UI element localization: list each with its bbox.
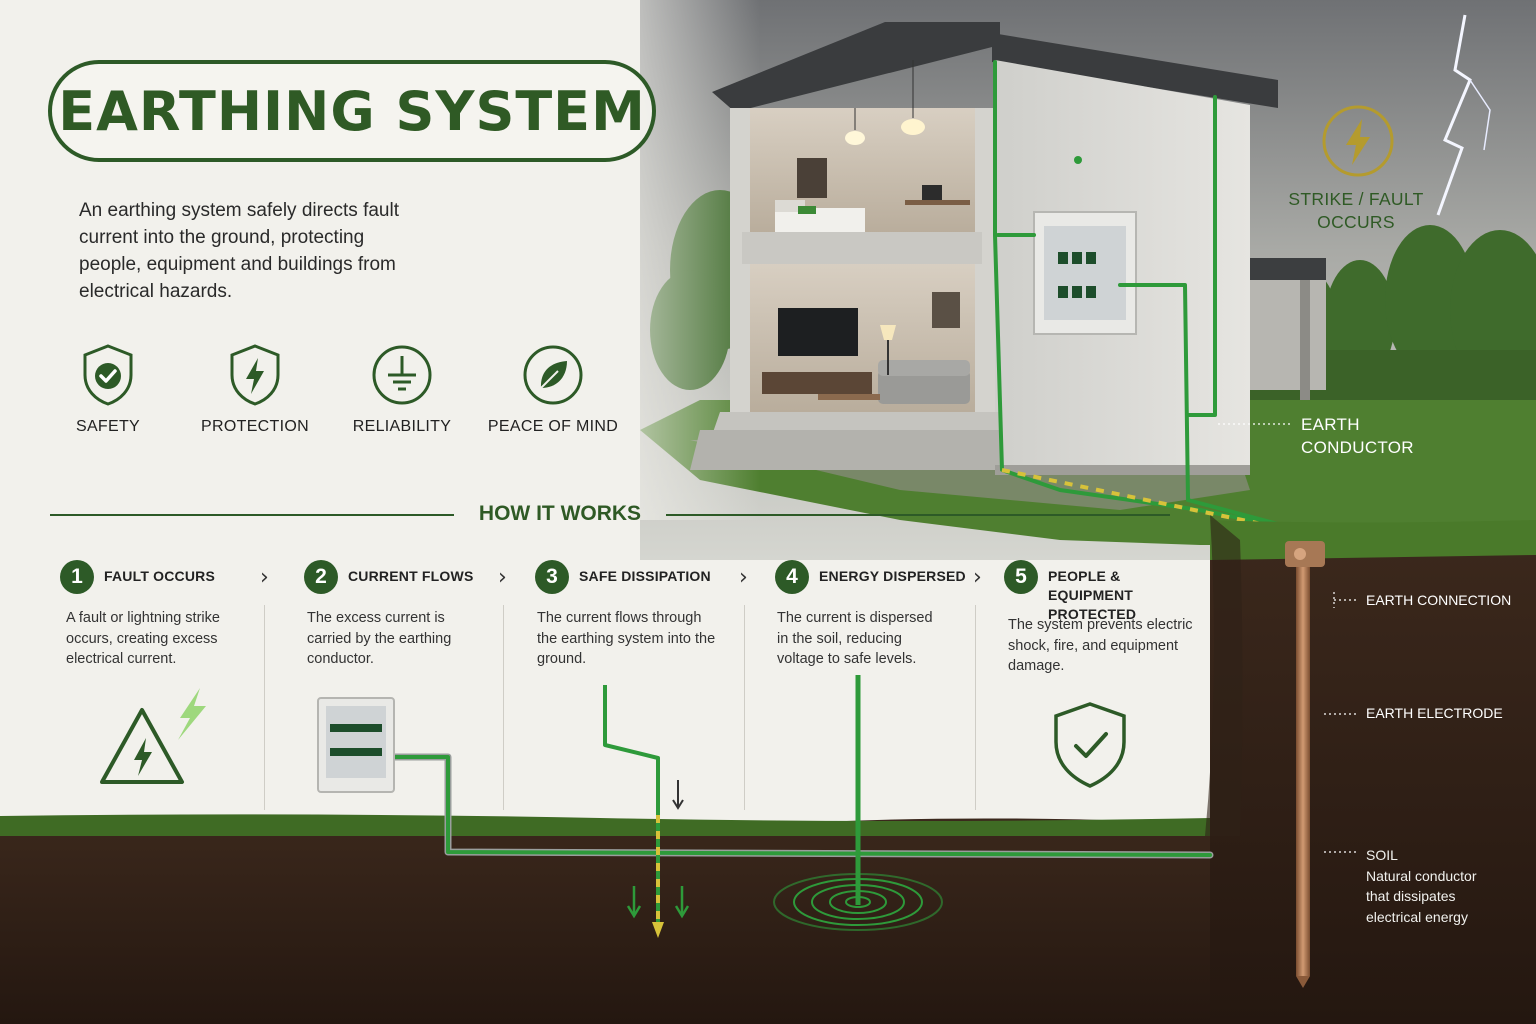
chevron-right-icon: ›	[739, 565, 748, 590]
step-number: 2	[304, 560, 338, 594]
benefit-peace-of-mind: PEACE OF MIND	[483, 342, 623, 436]
benefit-reliability: RELIABILITY	[332, 342, 472, 436]
how-it-works-title: HOW IT WORKS	[478, 502, 642, 525]
step-title: PEOPLE & EQUIPMENT PROTECTED	[1048, 568, 1137, 622]
step-2: 2 CURRENT FLOWS	[304, 560, 473, 594]
step-description: The system prevents electric shock, fire…	[1008, 617, 1193, 674]
step-1: 1 FAULT OCCURS	[60, 560, 215, 594]
step-divider	[503, 605, 504, 810]
benefit-safety: SAFETY	[38, 342, 178, 436]
distribution-board-icon	[317, 697, 395, 793]
step-4: 4 ENERGY DISPERSED	[775, 560, 966, 594]
section-rule-right	[666, 514, 1170, 516]
soil-description: Natural conductor that dissipates electr…	[1366, 867, 1477, 925]
benefit-label: PEACE OF MIND	[487, 418, 619, 435]
benefit-protection: PROTECTION	[185, 342, 325, 436]
step-description: A fault or lightning strike occurs, crea…	[66, 610, 220, 667]
chevron-right-icon: ›	[498, 565, 507, 590]
step-5: 5 PEOPLE & EQUIPMENT PROTECTED	[1004, 560, 1208, 624]
step-number: 1	[60, 560, 94, 594]
earth-electrode-label: EARTH ELECTRODE	[1366, 705, 1503, 721]
chevron-right-icon: ›	[973, 565, 982, 590]
section-rule-left	[50, 514, 454, 516]
warning-bolt-icon	[100, 688, 206, 784]
ripple-icon	[773, 873, 943, 931]
title-badge: EARTHING SYSTEM	[48, 60, 656, 162]
earth-connection-label: EARTH CONNECTION	[1366, 592, 1512, 608]
step-number: 3	[535, 560, 569, 594]
step-title: ENERGY DISPERSED	[819, 568, 966, 584]
step-title: CURRENT FLOWS	[348, 568, 474, 584]
benefits-row: SAFETY PROTECTION RELIABILITY PEACE OF M…	[64, 342, 664, 452]
benefit-label: RELIABILITY	[352, 418, 452, 435]
page-title: EARTHING SYSTEM	[58, 79, 646, 143]
step-description: The current flows through the earthing s…	[537, 610, 716, 667]
soil-title: SOIL	[1366, 847, 1398, 863]
step-number: 4	[775, 560, 809, 594]
shield-check-icon	[1054, 702, 1126, 788]
step-description: The current is dispersed in the soil, re…	[777, 610, 933, 667]
benefit-label: SAFETY	[75, 418, 141, 435]
leaf-icon	[523, 345, 583, 405]
benefit-label: PROTECTION	[201, 418, 309, 435]
shield-check-icon	[83, 344, 133, 406]
step-3: 3 SAFE DISSIPATION	[535, 560, 711, 594]
down-arrow-icon	[626, 780, 690, 919]
lightning-bolt-icon	[1322, 105, 1394, 177]
step-title: SAFE DISSIPATION	[579, 568, 711, 584]
soil-callout: SOIL Natural conductor that dissipates e…	[1366, 845, 1496, 927]
step-divider	[264, 605, 265, 810]
chevron-right-icon: ›	[260, 565, 269, 590]
step-number: 5	[1004, 560, 1038, 594]
earth-conductor-label: EARTH CONDUCTOR	[1301, 415, 1414, 457]
step-divider	[744, 605, 745, 810]
shield-bolt-icon	[230, 344, 280, 406]
intro-text: An earthing system safely directs fault …	[79, 200, 399, 302]
earth-ground-icon	[372, 345, 432, 405]
step-title: FAULT OCCURS	[104, 568, 216, 584]
strike-label: STRIKE / FAULT OCCURS	[1288, 189, 1424, 232]
step-description: The excess current is carried by the ear…	[307, 610, 452, 667]
step-divider	[975, 605, 976, 810]
